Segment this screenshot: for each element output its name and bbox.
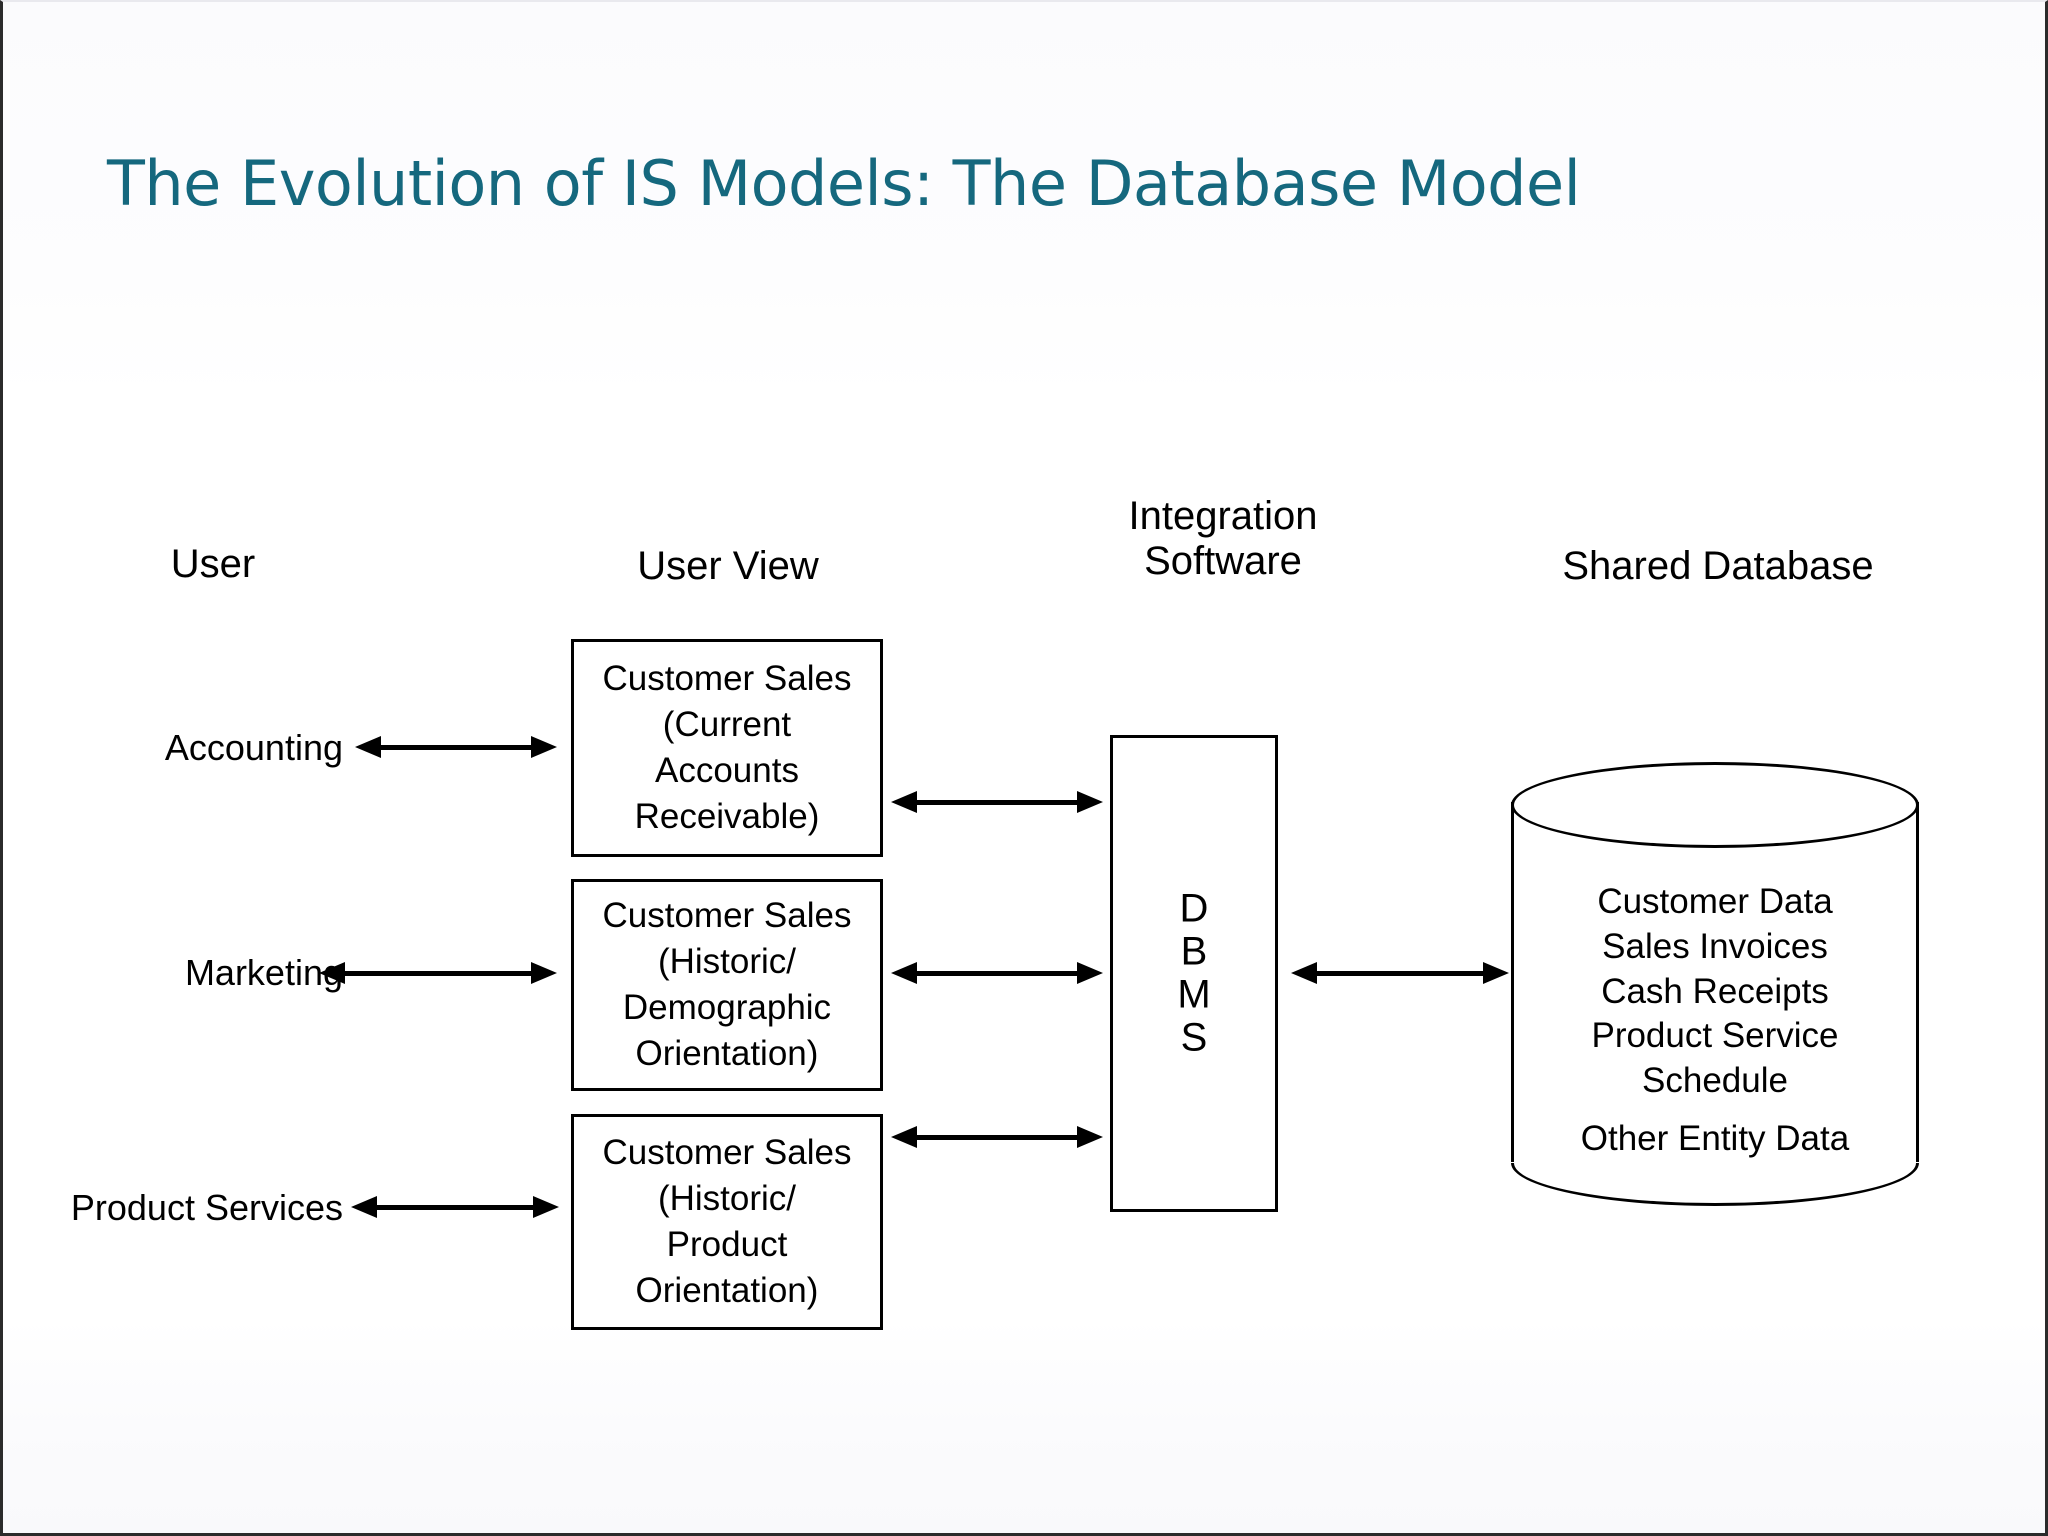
arrow-head-right-icon [1077,962,1103,984]
cylinder-top-ellipse [1511,762,1919,848]
arrow-accounting-to-view [355,734,557,760]
arrow-shaft [906,800,1088,805]
dbms-box: D B M S [1110,735,1278,1212]
dbms-label: D B M S [1177,886,1211,1060]
arrow-shaft [1306,971,1494,976]
arrow-view3-to-dbms [891,1124,1103,1150]
arrow-view2-to-dbms [891,960,1103,986]
user-view-box-current-accounts-receivable: Customer Sales (Current Accounts Receiva… [571,639,883,857]
arrow-head-left-icon [891,791,917,813]
arrow-head-left-icon [355,736,381,758]
arrow-head-left-icon [319,962,345,984]
cylinder-body [1511,802,1919,1162]
arrow-head-right-icon [1077,1126,1103,1148]
arrow-head-right-icon [1483,962,1509,984]
arrow-shaft [906,1135,1088,1140]
column-header-user-view: User View [637,544,819,588]
arrow-dbms-to-shared-database [1291,960,1509,986]
database-model-diagram: User User View Integration Software Shar… [3,2,2045,1533]
arrow-shaft [334,971,542,976]
arrow-head-right-icon [1077,791,1103,813]
page-title: The Evolution of IS Models: The Database… [107,147,1581,220]
arrow-product-services-to-view [351,1194,559,1220]
column-header-shared-database: Shared Database [1562,544,1874,588]
shared-database-cylinder-icon: Customer Data Sales Invoices Cash Receip… [1511,762,1919,1217]
shared-database-other-entity-data: Other Entity Data [1580,1119,1850,1158]
arrow-head-left-icon [891,1126,917,1148]
arrow-head-left-icon [1291,962,1317,984]
user-label-product-services: Product Services [70,1187,343,1228]
arrow-head-right-icon [531,736,557,758]
arrow-shaft [906,971,1088,976]
arrow-shaft [366,1205,544,1210]
arrow-head-left-icon [891,962,917,984]
column-header-integration-software: Integration Software [1128,494,1318,583]
column-header-user: User [170,542,256,586]
arrow-head-right-icon [531,962,557,984]
arrow-head-right-icon [533,1196,559,1218]
arrow-view1-to-dbms [891,789,1103,815]
user-view-box-historic-demographic: Customer Sales (Historic/ Demographic Or… [571,879,883,1091]
arrow-marketing-to-view [319,960,557,986]
user-label-accounting: Accounting [164,727,343,768]
user-view-box-historic-product: Customer Sales (Historic/ Product Orient… [571,1114,883,1330]
shared-database-entities: Customer Data Sales Invoices Cash Receip… [1591,882,1839,1101]
arrow-head-left-icon [351,1196,377,1218]
arrow-shaft [370,745,542,750]
user-label-marketing: Marketing [184,952,343,993]
